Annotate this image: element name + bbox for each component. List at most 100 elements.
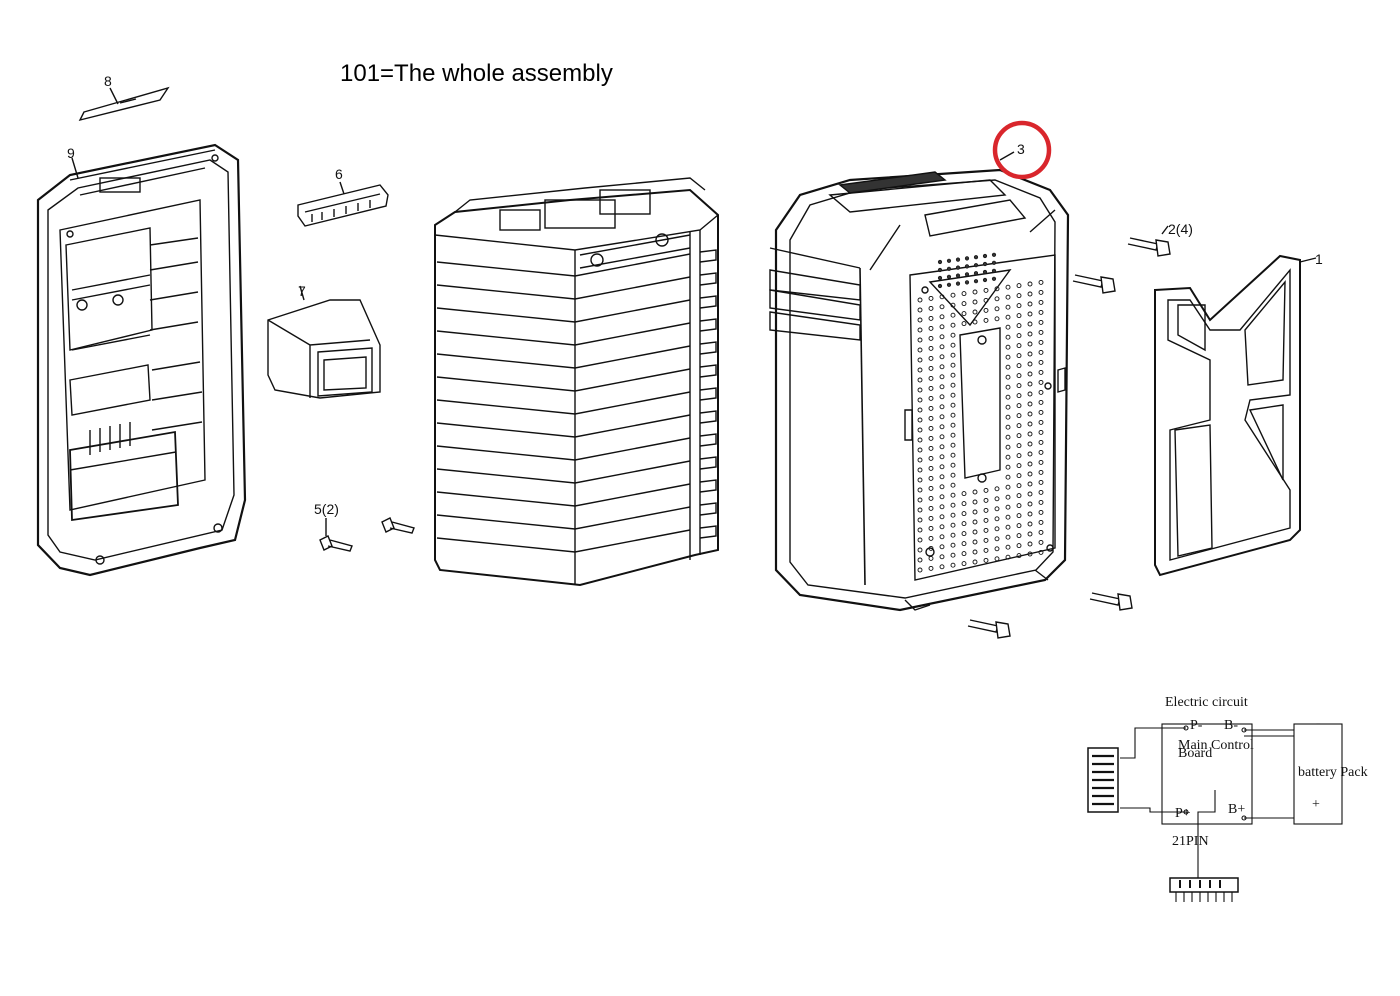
vent-hole <box>983 317 989 323</box>
vent-hole <box>1038 339 1044 345</box>
vent-hole <box>917 407 923 413</box>
vent-hole <box>961 291 967 297</box>
cell-row-tab <box>699 341 717 355</box>
vent-hole <box>1038 279 1044 285</box>
top-vent-hole <box>982 253 988 259</box>
vent-hole <box>928 345 934 351</box>
vent-hole <box>928 505 934 511</box>
vent-hole <box>1016 383 1022 389</box>
vent-hole <box>950 492 956 498</box>
top-vent-hole <box>982 277 988 283</box>
circuit-b-minus: B- <box>1224 718 1238 733</box>
vent-hole <box>939 494 945 500</box>
vent-hole <box>983 547 989 553</box>
vent-hole <box>917 457 923 463</box>
vent-hole <box>928 515 934 521</box>
vent-hole <box>950 462 956 468</box>
vent-hole <box>983 517 989 523</box>
vent-hole <box>950 362 956 368</box>
vent-hole <box>917 527 923 533</box>
cell-row-line <box>436 299 691 323</box>
vent-hole <box>917 557 923 563</box>
part-9-housing-cover <box>36 143 247 577</box>
circuit-p-minus: P- <box>1190 718 1203 733</box>
vent-hole <box>1005 314 1011 320</box>
vent-hole <box>983 507 989 513</box>
vent-hole <box>1027 361 1033 367</box>
vent-hole <box>994 316 1000 322</box>
vent-hole <box>1038 509 1044 515</box>
top-vent-hole <box>955 281 961 286</box>
top-vent-hole <box>991 252 997 257</box>
vent-hole <box>917 307 923 313</box>
top-vent-hole <box>973 263 979 268</box>
vent-hole <box>928 535 934 541</box>
vent-hole <box>1027 331 1033 337</box>
vent-hole <box>950 432 956 438</box>
vent-hole <box>1038 319 1044 325</box>
vent-hole <box>994 286 1000 292</box>
cell-row-line <box>436 506 691 530</box>
top-vent-hole <box>964 256 970 261</box>
vent-hole <box>1027 311 1033 317</box>
vent-hole <box>939 514 945 520</box>
vent-hole <box>1027 551 1033 557</box>
part-2-screws <box>967 225 1171 639</box>
vent-hole <box>1016 413 1022 419</box>
vent-hole <box>917 327 923 333</box>
top-vent-hole <box>946 266 952 271</box>
vent-hole <box>961 511 967 517</box>
vent-hole <box>1005 474 1011 480</box>
vent-hole <box>928 375 934 381</box>
vent-hole <box>1038 329 1044 335</box>
vent-hole <box>961 321 967 327</box>
vent-hole <box>1005 364 1011 370</box>
vent-hole <box>917 427 923 433</box>
vent-hole <box>1016 353 1022 359</box>
cell-row-line <box>436 483 691 507</box>
circuit-p-plus: P+ <box>1175 806 1191 821</box>
circuit-pack-label: battery Pack <box>1298 765 1368 780</box>
vent-hole <box>1016 483 1022 489</box>
vent-hole <box>994 506 1000 512</box>
vent-hole <box>1005 394 1011 400</box>
battery-pack-box <box>1293 723 1343 825</box>
cell-row-tab <box>699 387 717 401</box>
circuit-board-label-1: Main Control <box>1178 738 1254 753</box>
vent-hole <box>928 465 934 471</box>
vent-hole <box>950 422 956 428</box>
vent-hole <box>1005 524 1011 530</box>
vent-hole <box>1038 479 1044 485</box>
vent-hole <box>950 562 956 568</box>
vent-hole <box>917 517 923 523</box>
vent-hole <box>917 377 923 383</box>
vent-hole <box>928 355 934 361</box>
vent-hole <box>1038 439 1044 445</box>
vent-hole <box>939 304 945 310</box>
vent-hole <box>950 552 956 558</box>
vent-hole <box>939 344 945 350</box>
vent-hole <box>950 302 956 308</box>
vent-hole <box>1016 443 1022 449</box>
vent-hole <box>1016 363 1022 369</box>
vent-hole <box>994 486 1000 492</box>
vent-hole <box>994 556 1000 562</box>
vent-hole <box>950 322 956 328</box>
vent-hole <box>1038 499 1044 505</box>
top-vent-hole <box>973 271 979 276</box>
vent-hole <box>1027 431 1033 437</box>
vent-hole <box>1016 513 1022 519</box>
vent-hole <box>928 405 934 411</box>
vent-hole <box>1005 414 1011 420</box>
cell-row-line <box>436 529 691 553</box>
circuit-heading: Electric circuit <box>1165 695 1248 710</box>
top-vent-hole <box>991 260 997 265</box>
vent-hole <box>928 435 934 441</box>
vent-hole <box>1027 461 1033 467</box>
vent-hole <box>928 565 934 571</box>
vent-hole <box>950 542 956 548</box>
vent-hole <box>961 541 967 547</box>
vent-hole <box>972 489 978 495</box>
circuit-board-label-2: Board <box>1178 746 1213 761</box>
